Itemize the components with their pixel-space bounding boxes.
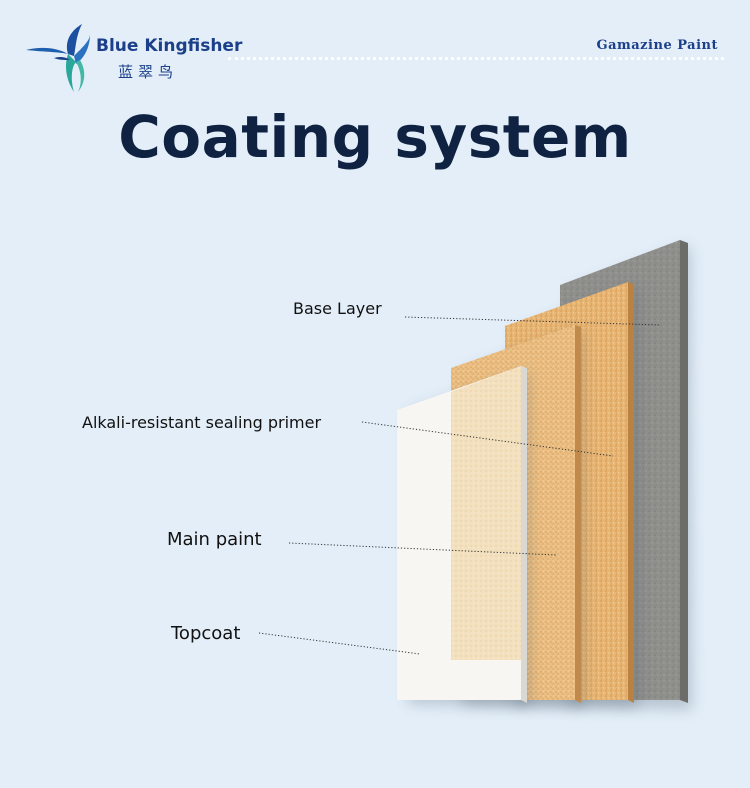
header-divider xyxy=(228,57,724,60)
tagline: Gamazine Paint xyxy=(596,38,718,53)
sealing-primer-label: Alkali-resistant sealing primer xyxy=(82,413,322,432)
topcoat-leader xyxy=(258,632,421,655)
base-layer-label: Base Layer xyxy=(293,299,382,318)
base-layer-leader xyxy=(404,316,661,326)
page-title: Coating system xyxy=(118,103,632,171)
primer-leader xyxy=(361,421,614,457)
brand-name-en: Blue Kingfisher xyxy=(96,36,243,56)
main-paint-label: Main paint xyxy=(167,529,262,550)
kingfisher-bird-icon xyxy=(26,24,90,92)
topcoat-label: Topcoat xyxy=(171,623,241,644)
topcoat-panel xyxy=(397,366,530,706)
brand-name-zh: 蓝翠鸟 xyxy=(118,63,179,81)
